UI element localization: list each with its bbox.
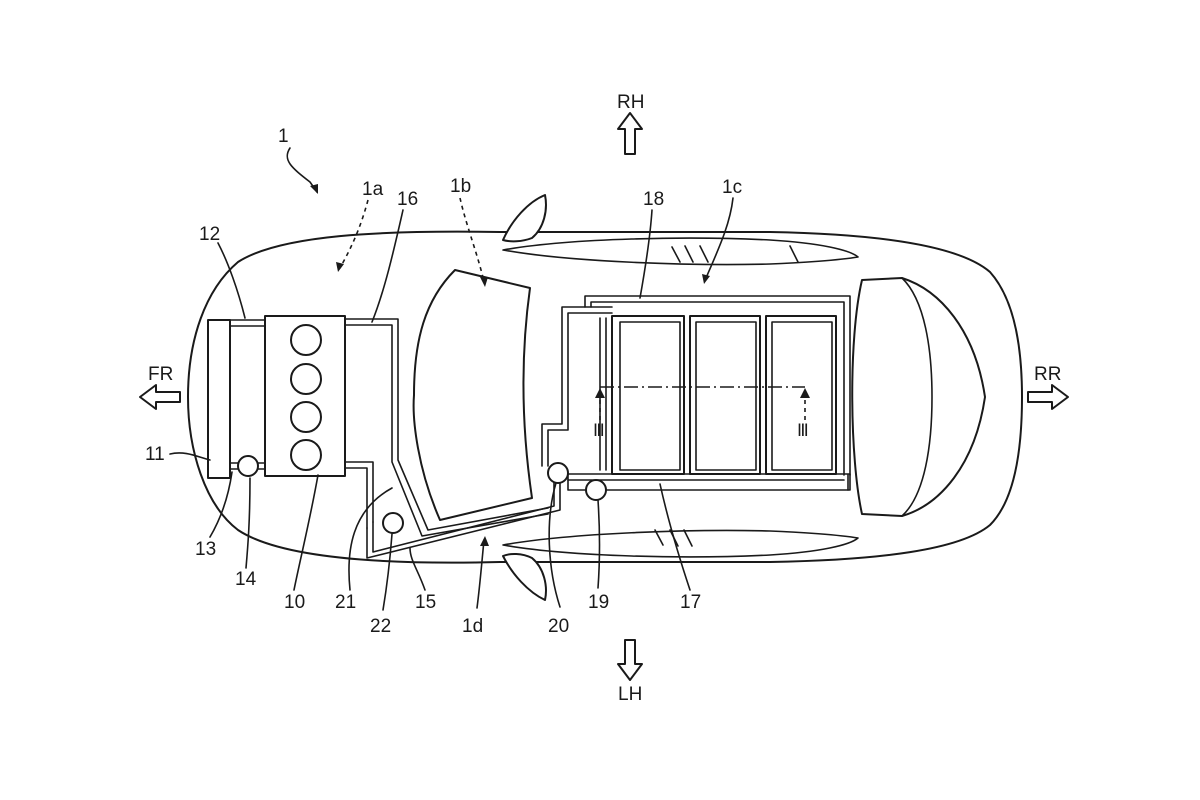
rear-window-inner — [901, 277, 933, 517]
battery-module-1-inner — [619, 321, 681, 471]
leader-1a-arrowhead-icon — [336, 262, 344, 272]
pipe-12 — [229, 319, 266, 327]
valve-22 — [382, 512, 404, 534]
leader-1a — [339, 199, 369, 269]
leader-20 — [548, 482, 561, 608]
arrow-lh-icon — [617, 639, 643, 681]
label-1b: 1b — [450, 176, 471, 197]
label-1a: 1a — [362, 179, 384, 200]
leader-12 — [217, 242, 246, 319]
leader-1c — [705, 197, 734, 279]
label-19: 19 — [588, 592, 609, 613]
leader-1d-arrowhead-icon — [480, 536, 489, 546]
label-16: 16 — [397, 189, 418, 210]
battery-module-2-inner — [695, 321, 757, 471]
pipe-16 — [344, 318, 549, 537]
battery-module-3 — [765, 315, 837, 475]
leader-14 — [245, 477, 251, 569]
label-15: 15 — [415, 592, 436, 613]
leader-1d — [476, 539, 485, 609]
upper-side-contour — [502, 237, 859, 266]
arrow-rr-icon — [1027, 384, 1069, 410]
leader-22 — [382, 533, 393, 611]
rear-window — [851, 277, 986, 517]
leader-13 — [209, 471, 233, 538]
engine-cylinder-2 — [290, 363, 322, 395]
label-14: 14 — [235, 569, 257, 590]
leader-1c-arrowhead-icon — [702, 274, 710, 284]
mirror-lower — [502, 552, 547, 601]
leader-1b — [459, 197, 485, 283]
battery-module-3-inner — [771, 321, 833, 471]
section-arrowhead-right-icon — [800, 388, 810, 398]
leader-11 — [169, 452, 211, 461]
pipe-to-battery — [541, 306, 613, 467]
battery-module-2 — [689, 315, 761, 475]
section-arrowhead-left-icon — [595, 388, 605, 398]
leader-1 — [286, 147, 318, 193]
pump-14 — [237, 455, 259, 477]
section-mark-left: Ⅲ — [593, 421, 605, 440]
section-mark-right: Ⅲ — [797, 421, 809, 440]
label-1c: 1c — [722, 177, 742, 198]
label-1: 1 — [278, 126, 289, 147]
leader-19 — [597, 499, 601, 589]
engine — [264, 315, 346, 477]
label-rr: RR — [1034, 364, 1061, 385]
arrow-fr-icon — [139, 384, 181, 410]
battery-module-1 — [611, 315, 685, 475]
label-rh: RH — [617, 92, 644, 113]
label-21: 21 — [335, 592, 356, 613]
label-11: 11 — [145, 444, 165, 465]
label-20: 20 — [548, 616, 569, 637]
engine-cylinder-4 — [290, 439, 322, 471]
leader-1-arrowhead-icon — [310, 184, 318, 194]
mirror-upper — [502, 194, 547, 243]
arrow-rh-icon — [617, 112, 643, 155]
pipe-21 — [344, 461, 374, 529]
leader-1b-arrowhead-icon — [480, 277, 488, 287]
battery-lower-cooler-17 — [567, 473, 851, 491]
label-10: 10 — [284, 592, 305, 613]
label-13: 13 — [195, 539, 216, 560]
label-22: 22 — [370, 616, 391, 637]
engine-cylinder-3 — [290, 401, 322, 433]
vehicle-body-outline — [187, 230, 1023, 564]
battery-cooler-crosslinks — [599, 317, 849, 491]
label-17: 17 — [680, 592, 701, 613]
leader-15 — [409, 547, 426, 591]
valve-20 — [547, 462, 569, 484]
leader-18 — [639, 209, 653, 299]
upper-side-hatch — [671, 245, 799, 263]
pump-19 — [585, 479, 607, 501]
leader-17 — [659, 483, 691, 591]
label-1d: 1d — [462, 616, 483, 637]
lower-side-contour — [502, 529, 859, 558]
label-12: 12 — [199, 224, 220, 245]
leader-21 — [348, 487, 393, 591]
leader-16 — [371, 209, 404, 323]
leader-10 — [293, 474, 319, 591]
label-fr: FR — [148, 364, 173, 385]
windshield — [412, 269, 533, 521]
label-lh: LH — [618, 684, 642, 705]
label-18: 18 — [643, 189, 664, 210]
pipe-19-20 — [567, 473, 587, 491]
radiator — [207, 319, 231, 479]
engine-cylinder-1 — [290, 324, 322, 356]
battery-upper-cooler-18 — [584, 295, 851, 476]
